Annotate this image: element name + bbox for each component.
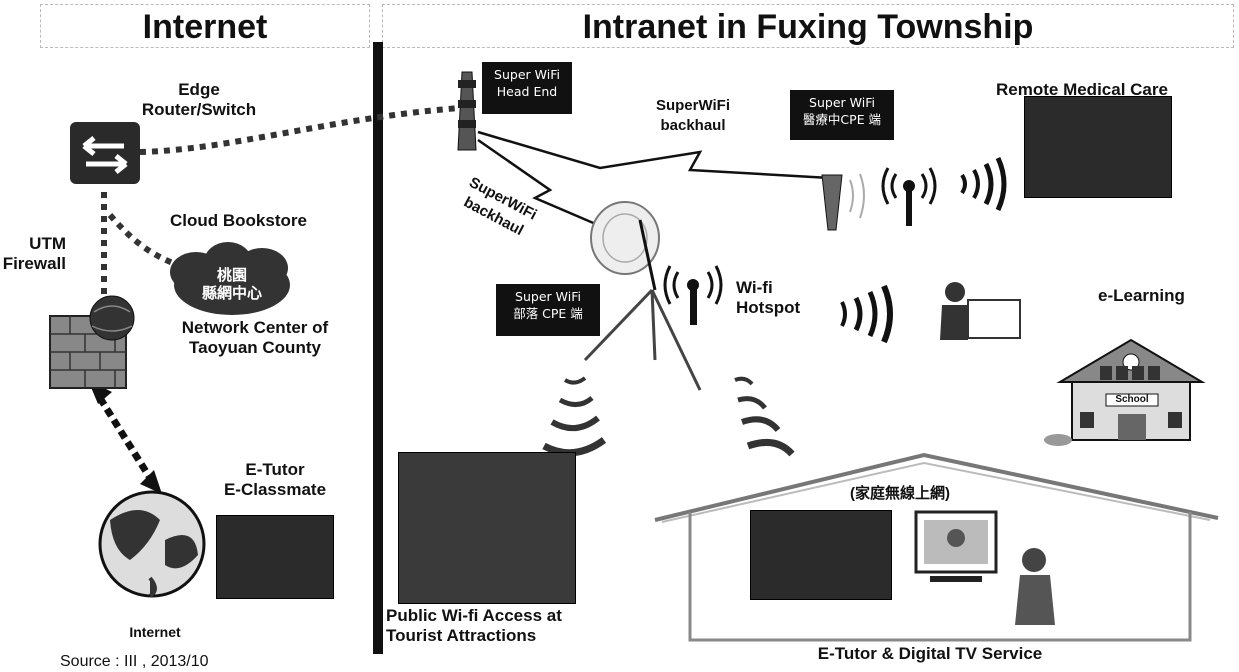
cloud-chinese-text: 桃園 縣網中心 [201,266,262,302]
cpe-antenna-medical-icon [821,173,865,231]
edge-router-label: Edge Router/Switch [141,80,257,119]
backhaul-link-left [477,138,599,227]
firewall-icon [49,295,135,389]
etutor-label: E-Tutor E-Classmate [223,460,327,499]
school-sign: School [1115,394,1149,405]
remote-medical-label: Remote Medical Care [996,80,1168,99]
elearning-label: e-Learning [1098,286,1185,305]
elearning-person-icon [940,282,1021,340]
cloud-icon [170,242,290,315]
wifi-tower-medical-icon [881,167,937,226]
firewall-globe-arrow [97,396,153,480]
tv-icon [914,510,998,582]
satellite-dish-icon [590,201,660,291]
cpe-box-medical: Super WiFi 醫療中CPE 端 [790,90,894,140]
home-label: (家庭無線上網) [850,485,950,502]
backhaul-label-top: SuperWiFi backhaul [655,97,731,134]
router-icon [70,122,140,184]
house-outline-icon [654,452,1219,642]
cloud-bookstore-label: Cloud Bookstore [170,211,307,230]
internet-globe-label: Internet [129,624,181,640]
network-center-label: Network Center of Taoyuan County [181,318,329,357]
internet-header: Internet [40,4,370,48]
signal-cone-right-icon [734,376,795,457]
etutor-tv-label: E-Tutor & Digital TV Service [817,644,1043,663]
wifi-hotspot-tower-icon [663,265,723,325]
signal-waves-hotspot-icon [840,284,893,344]
home-family-photo [750,510,892,600]
tripod-legs [583,288,702,391]
cpe-box-tribe: Super WiFi 部落 CPE 端 [496,284,600,336]
remote-medical-bus-photo [1024,96,1172,198]
public-wifi-label: Public Wi-fi Access at Tourist Attractio… [386,606,562,645]
head-end-box: Super WiFi Head End [482,62,572,114]
backhaul-link-top [477,130,831,180]
network-divider [373,42,383,654]
school-building-icon [1044,338,1206,446]
source-note: Source : III , 2013/10 [60,653,209,670]
router-link-line [139,105,461,155]
etutor-classroom-photo [216,515,334,599]
tourist-attraction-photo [398,452,576,604]
intranet-header: Intranet in Fuxing Township [382,4,1234,48]
globe-icon [98,490,206,598]
head-end-tower-icon [457,71,477,151]
wifi-hotspot-label: Wi-fi Hotspot [736,278,801,317]
woman-silhouette-icon [1015,548,1055,625]
signal-cone-left-icon [542,376,607,457]
signal-waves-medical-icon [960,156,1007,212]
utm-firewall-label: UTM Firewall [2,234,66,273]
